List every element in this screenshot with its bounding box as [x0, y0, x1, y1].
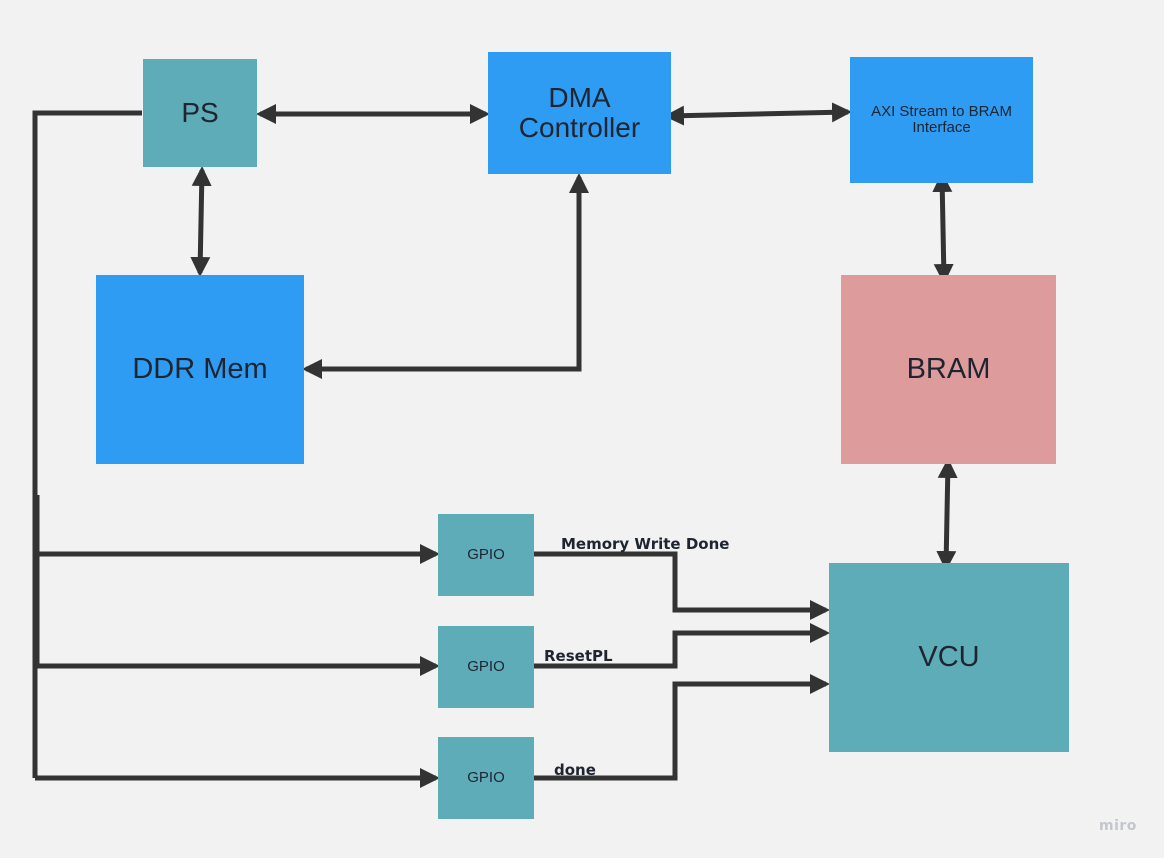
ps-block: PS [143, 59, 257, 167]
arrow-axi-bram [932, 172, 954, 284]
arrow-dma-axi [664, 102, 852, 126]
arrow-bram-vcu [936, 458, 958, 571]
ddr-mem-block: DDR Mem [96, 275, 304, 464]
axi-stream-to-bram-label: AXI Stream to BRAM Interface [871, 102, 1012, 136]
arrow-gpio2-vcu [534, 623, 830, 669]
dma-controller-block: DMA Controller [488, 52, 671, 174]
gpio-block-2: GPIO [438, 626, 534, 708]
arrow-ps-ddr [190, 166, 212, 277]
arrow-gpio3-vcu [534, 674, 830, 781]
gpio-label-3: GPIO [467, 768, 505, 786]
ps-label: PS [181, 96, 219, 128]
bram-block: BRAM [841, 275, 1056, 464]
vcu-label: VCU [918, 640, 980, 673]
arrow-dma-ddr [302, 173, 589, 379]
done-label: done [554, 761, 596, 779]
gpio-label-1: GPIO [467, 545, 505, 563]
gpio-block-3: GPIO [438, 737, 534, 819]
ddr-mem-label: DDR Mem [132, 352, 268, 385]
miro-watermark: miro [1099, 818, 1137, 834]
memory-write-done-label: Memory Write Done [561, 535, 730, 553]
arrow-gpio1-vcu [534, 551, 830, 620]
bram-label: BRAM [906, 352, 991, 385]
gpio-block-1: GPIO [438, 514, 534, 596]
dma-controller-label: DMA Controller [518, 81, 641, 143]
axi-stream-to-bram-block: AXI Stream to BRAM Interface [850, 57, 1033, 183]
vcu-block: VCU [829, 563, 1069, 752]
reset-pl-label: ResetPL [544, 647, 613, 665]
gpio-label-2: GPIO [467, 657, 505, 675]
